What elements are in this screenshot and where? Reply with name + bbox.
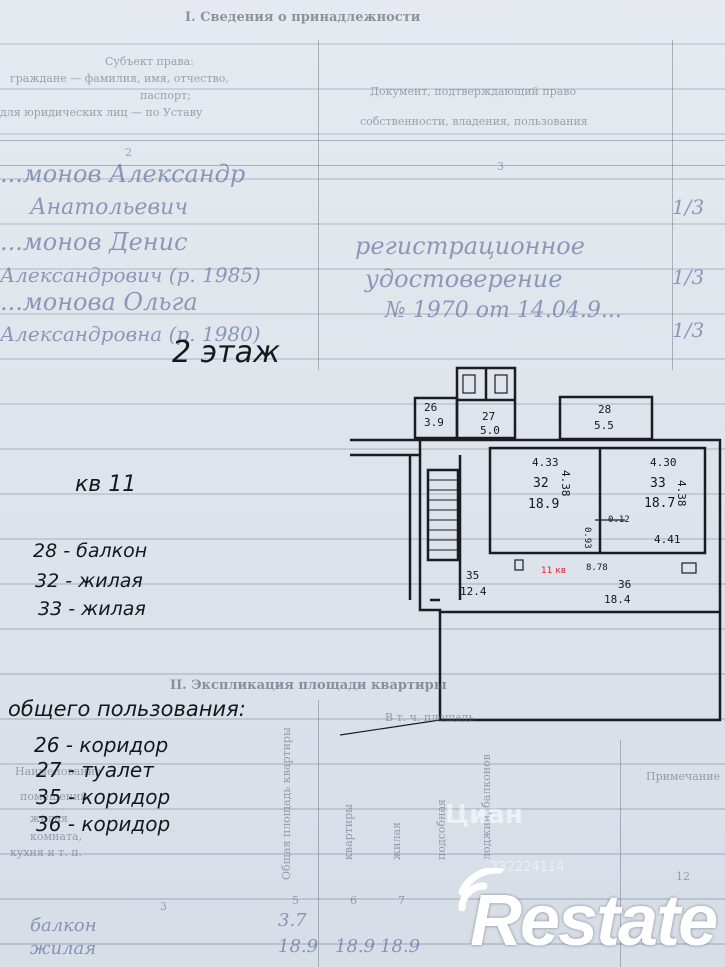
column-number: 2	[125, 146, 132, 159]
table-divider	[0, 165, 725, 166]
dimension: 4.33	[532, 456, 559, 469]
legend-flat-item: 32 - жилая	[35, 570, 143, 592]
section-2-subheading: В т. ч. площадь	[385, 711, 475, 724]
section-2-note: Примечание	[646, 770, 721, 783]
restate-logo-text: Restate	[470, 881, 718, 961]
room-26-number: 26	[424, 401, 438, 414]
share-value: 1/3	[672, 195, 705, 219]
room-36-area: 18.4	[604, 593, 631, 606]
flat-label: кв 11	[75, 472, 137, 497]
row-total: 3.7	[278, 910, 307, 931]
section-2-left-label: Наименование	[15, 765, 102, 778]
room-35-number: 35	[466, 569, 480, 582]
dimension: 0.93	[582, 527, 592, 549]
room-33-number: 33	[650, 476, 666, 491]
section-1-heading: I. Сведения о принадлежности	[185, 10, 421, 25]
legend-common-item: 27 - туалет	[36, 758, 154, 782]
flat-mark: 11 кв	[541, 566, 567, 576]
table-divider	[318, 700, 319, 967]
dimension: 0.12	[608, 515, 630, 525]
dimension: 4.38	[559, 470, 572, 497]
owner-line: ...монов Александр	[0, 160, 246, 188]
restate-logo-icon	[458, 868, 504, 912]
building-outline	[350, 438, 722, 722]
owner-line: Анатольевич	[30, 195, 189, 220]
room-28-number: 28	[598, 403, 612, 416]
subject-header-line: граждане — фамилия, имя, отчество,	[10, 72, 229, 85]
table-divider	[0, 140, 725, 141]
table-divider	[672, 40, 673, 370]
share-value: 1/3	[672, 318, 705, 342]
column-number: 3	[160, 900, 167, 913]
subject-header-line: паспорт;	[140, 89, 191, 102]
column-number: 5	[292, 894, 299, 907]
dimension: 4.30	[650, 456, 677, 469]
column-header: квартиры	[342, 804, 355, 860]
document-line: удостоверение	[365, 265, 563, 293]
dimension: 4.41	[654, 533, 681, 546]
column-header: Общая площадь квартиры	[280, 727, 293, 880]
row-name: жилая	[30, 938, 97, 959]
stairs	[426, 468, 460, 562]
document-header-line: Документ, подтверждающий право	[370, 85, 577, 98]
row-name: балкон	[30, 915, 97, 936]
table-divider	[318, 40, 319, 370]
document-line: № 1970 от 14.04.9...	[385, 298, 622, 323]
rooms-32-33-outline	[488, 446, 707, 555]
column-number: 12	[676, 870, 690, 883]
subject-header-line: для юридических лиц — по Уставу	[0, 106, 203, 119]
dimension: 4.38	[675, 480, 688, 507]
column-number: 7	[398, 894, 405, 907]
section-2-left-label: жилая	[30, 812, 68, 825]
owner-line: Александрович (р. 1985)	[0, 263, 261, 287]
owner-line: ...монов Денис	[0, 228, 188, 256]
section-2-left-label: кухня и т. п.	[10, 846, 83, 859]
share-value: 1/3	[672, 265, 705, 289]
column-number: 3	[497, 160, 504, 173]
row-value: 18.9	[380, 936, 421, 957]
room-28-area: 5.5	[594, 419, 614, 432]
room-27-area: 5.0	[480, 424, 500, 437]
row-total: 18.9	[278, 936, 319, 957]
legend-common-title: общего пользования:	[8, 697, 246, 721]
document-header-line: собственности, владения, пользования	[360, 115, 588, 128]
row-value: 18.9	[335, 936, 376, 957]
owner-line: ...монова Ольга	[0, 288, 198, 316]
legend-common-item: 36 - коридор	[36, 812, 171, 836]
table-divider	[620, 740, 621, 967]
room-32-area: 18.9	[528, 497, 560, 512]
subject-header-line: Субъект права:	[105, 55, 194, 68]
room-32-number: 32	[533, 476, 549, 491]
dimension: 8.78	[586, 563, 608, 573]
column-number: 6	[350, 894, 357, 907]
room-33-area: 18.7	[644, 496, 676, 511]
section-2-left-label: комната,	[30, 830, 83, 843]
legend-flat-item: 28 - балкон	[33, 540, 148, 562]
document-line: регистрационное	[355, 232, 585, 260]
legend-common-item: 35 - коридор	[36, 785, 171, 809]
owner-line: Александровна (р. 1980)	[0, 322, 261, 346]
section-2-heading: II. Экспликация площади квартиры	[170, 678, 447, 693]
legend-common-item: 26 - коридор	[34, 733, 169, 757]
floor-label: 2 этаж	[172, 335, 280, 370]
legend-flat-item: 33 - жилая	[38, 598, 146, 620]
watermark-brand: Циан	[445, 800, 523, 830]
column-header: жилая	[390, 822, 403, 860]
room-27-number: 27	[482, 410, 496, 423]
room-26-area: 3.9	[424, 416, 444, 429]
section-2-left-label: помещений	[20, 790, 88, 803]
room-36-number: 36	[618, 578, 632, 591]
watermark-id: 232224114	[490, 860, 565, 875]
room-35-area: 12.4	[460, 585, 487, 598]
